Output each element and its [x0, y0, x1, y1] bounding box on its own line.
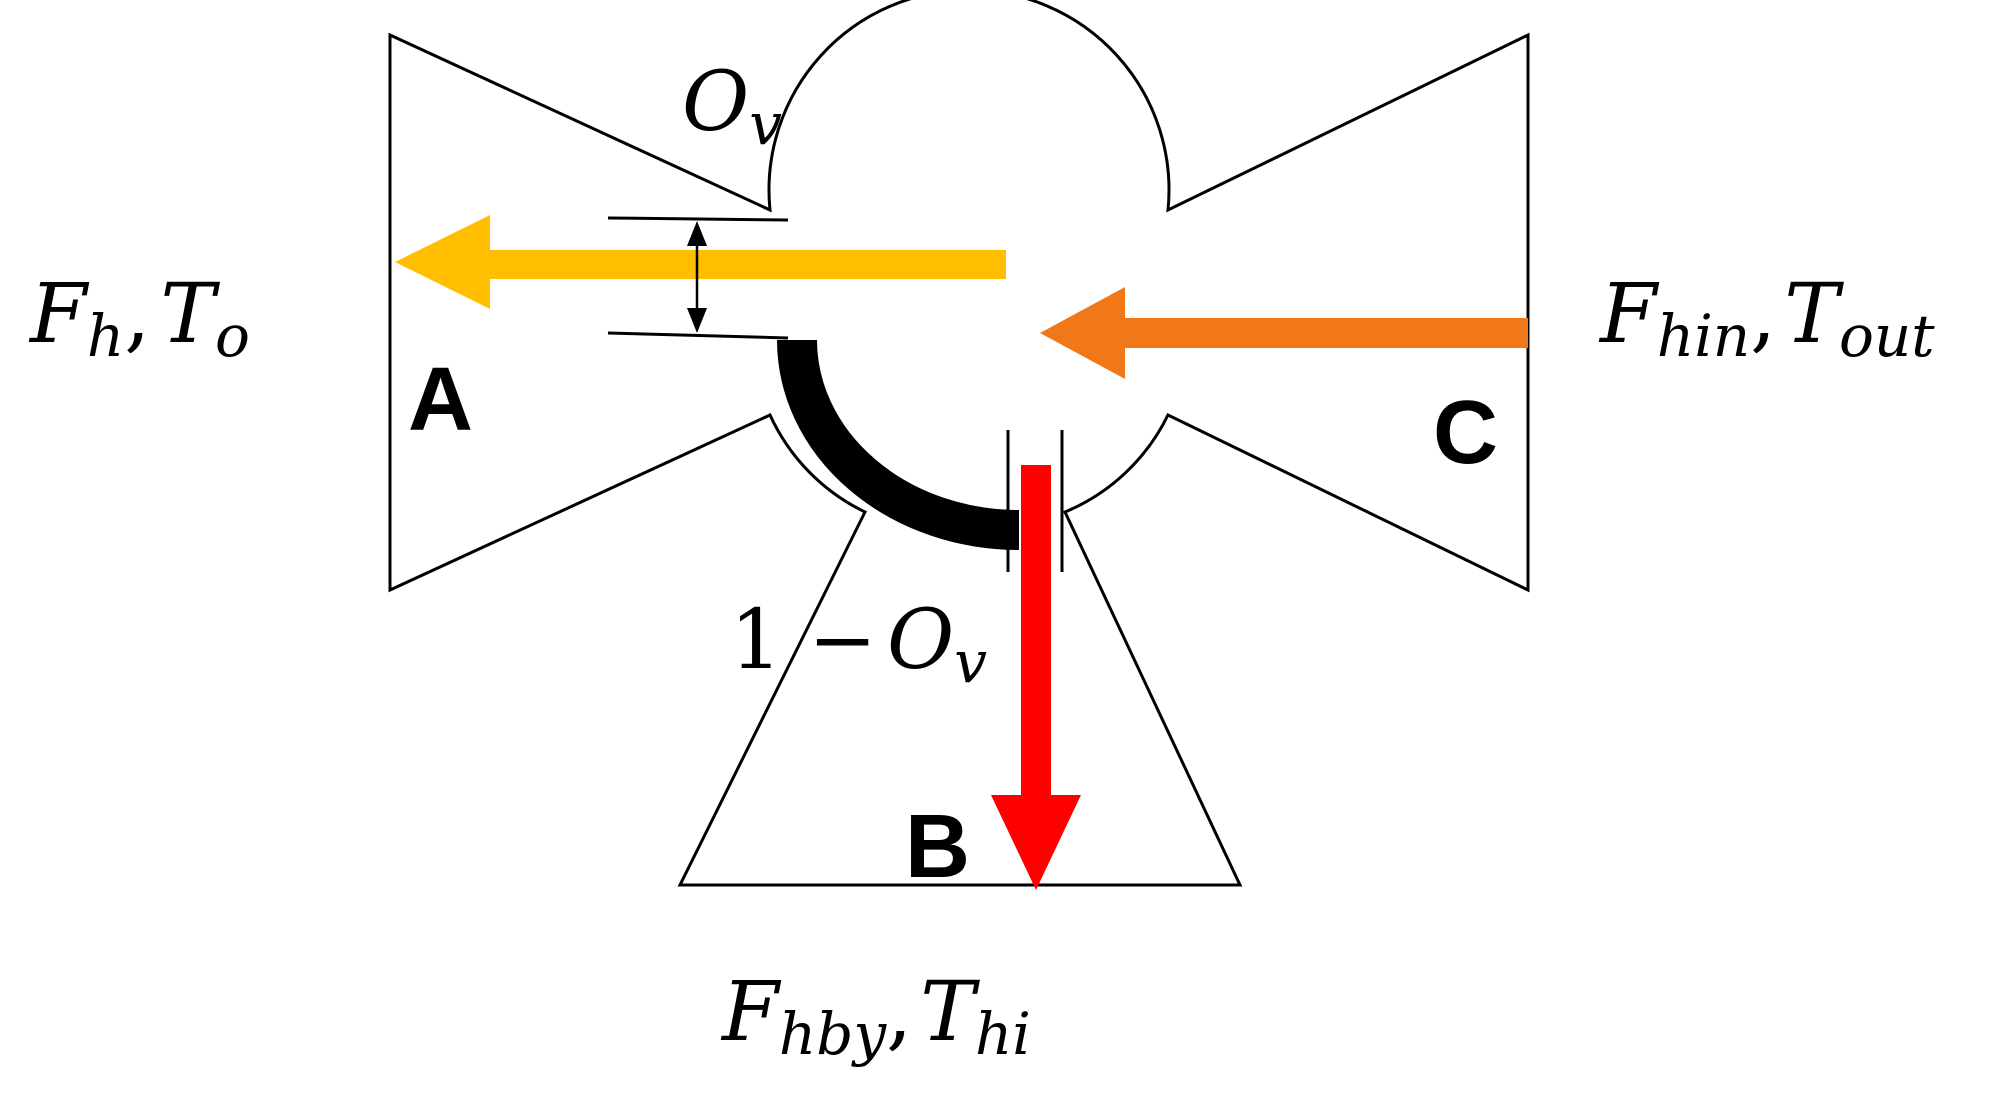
- bypass-fraction-prefix: 1 −: [730, 593, 877, 688]
- bypass-flow-t-sub: hi: [975, 1000, 1031, 1068]
- bypass-flow-label: Fhby,Thi: [720, 965, 1031, 1068]
- opening-label-base: O: [682, 55, 749, 150]
- bypass-arrow-b-head: [991, 795, 1081, 890]
- bypass-flow-f: F: [720, 965, 782, 1060]
- bypass-fraction-sub: v: [954, 628, 987, 696]
- opening-label: Ov: [682, 55, 782, 158]
- inlet-arrow-c-shaft: [1110, 318, 1528, 348]
- outlet-flow-f-sub: h: [87, 302, 124, 370]
- outlet-arrow-a: [395, 215, 1006, 309]
- inlet-flow-label: Fhin,Tout: [1598, 267, 1935, 370]
- inlet-flow-t-sub: out: [1839, 302, 1935, 370]
- bypass-fraction-base: O: [887, 593, 954, 688]
- inlet-flow-t: T: [1784, 267, 1844, 362]
- port-b-label: B: [905, 797, 970, 897]
- inlet-flow-f: F: [1598, 267, 1660, 362]
- opening-dimension: [607, 216, 789, 340]
- outlet-flow-f: F: [28, 267, 90, 362]
- port-c-label: C: [1433, 383, 1498, 483]
- outlet-flow-comma: ,: [124, 267, 150, 362]
- bypass-flow-comma: ,: [886, 965, 912, 1060]
- outlet-flow-label: Fh,To: [28, 267, 250, 370]
- bypass-flow-t: T: [920, 965, 980, 1060]
- outlet-arrow-a-head: [395, 215, 490, 309]
- outlet-arrow-a-shaft: [470, 250, 1006, 279]
- port-a-label: A: [408, 350, 473, 450]
- bypass-fraction-label: 1 −Ov: [730, 593, 987, 696]
- bypass-arrow-b-shaft: [1021, 465, 1051, 810]
- opening-top-line: [607, 216, 789, 222]
- outlet-flow-t-sub: o: [215, 302, 250, 370]
- valve-body-outline: [388, 0, 1530, 887]
- bypass-flow-f-sub: hby: [779, 1000, 887, 1068]
- inlet-flow-comma: ,: [1750, 267, 1776, 362]
- opening-label-sub: v: [749, 90, 782, 158]
- outlet-flow-t: T: [160, 267, 220, 362]
- opening-bottom-line: [607, 331, 789, 340]
- opening-arrowhead-down: [687, 308, 707, 333]
- bypass-arrow-b: [991, 465, 1081, 890]
- inlet-arrow-c: [1040, 287, 1528, 379]
- opening-arrowhead-up: [687, 221, 707, 246]
- inlet-flow-f-sub: hin: [1657, 302, 1750, 370]
- valve-plug: [777, 339, 1020, 550]
- inlet-arrow-c-head: [1040, 287, 1125, 379]
